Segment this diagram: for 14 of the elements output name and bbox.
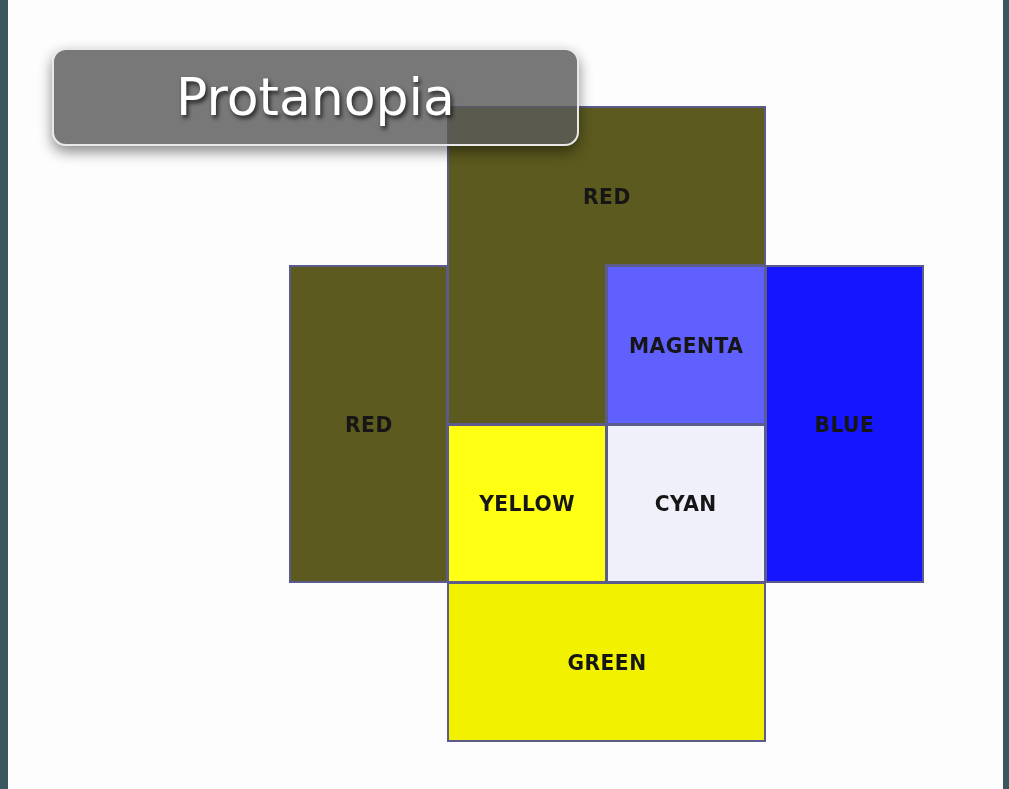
- color-label: CYAN: [655, 491, 717, 516]
- color-label: YELLOW: [479, 491, 575, 516]
- color-label: RED: [344, 411, 393, 437]
- color-label: MAGENTA: [628, 332, 744, 358]
- color-block: [447, 424, 607, 583]
- title: Protanopia: [176, 67, 455, 127]
- color-block: [606, 424, 766, 583]
- color-block: [447, 582, 766, 742]
- color-block: [289, 265, 448, 583]
- color-label: BLUE: [814, 411, 875, 437]
- color-block: [606, 265, 766, 425]
- color-label: GREEN: [566, 649, 647, 675]
- color-label: RED: [582, 184, 631, 209]
- color-block: [765, 265, 924, 583]
